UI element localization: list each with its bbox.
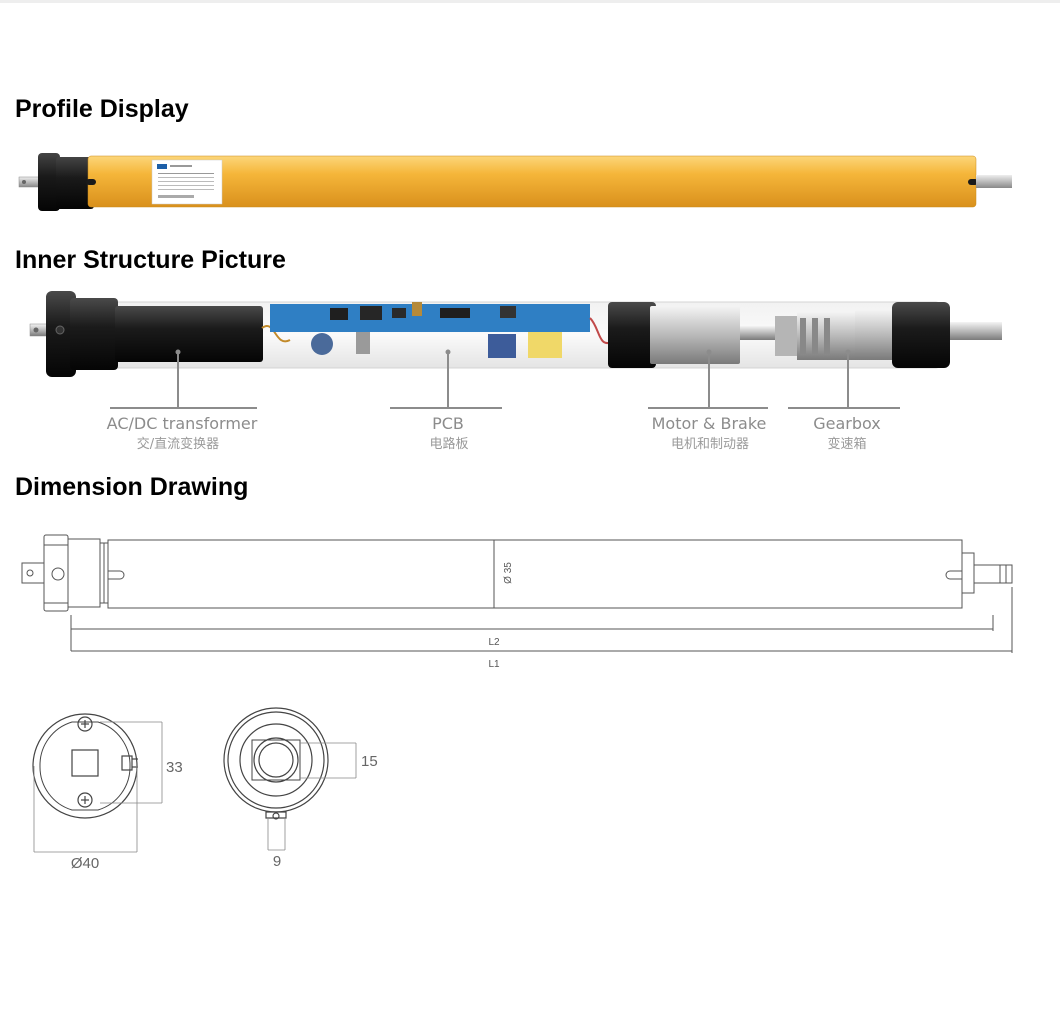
dimension-side-drawing: Ø 35 L2 L1 — [21, 534, 1013, 670]
inner-structure-image: AC/DC transformer 交/直流变换器 PCB 电路板 Motor … — [29, 291, 1002, 452]
label-ac-dc-transformer-cn: 交/直流变换器 — [137, 436, 219, 452]
dim-end-pin-label: 9 — [273, 853, 281, 870]
profile-plug-pin — [18, 176, 42, 188]
profile-product-label — [151, 159, 223, 205]
heading-inner-structure: Inner Structure Picture — [15, 246, 286, 274]
dim-head-body — [67, 538, 101, 608]
gearbox-part — [740, 310, 895, 360]
label-pcb: PCB — [432, 414, 464, 433]
label-gearbox-cn: 变速箱 — [827, 436, 866, 452]
dim-output-shaft — [973, 564, 1013, 584]
label-ac-dc-transformer: AC/DC transformer — [107, 414, 258, 433]
callout-lines — [110, 349, 900, 409]
label-gearbox: Gearbox — [813, 414, 881, 433]
dim-l1-label: L1 — [488, 659, 500, 670]
dim-tube — [107, 539, 963, 609]
inner-motor-head — [46, 291, 118, 377]
profile-motor-head — [38, 153, 94, 211]
dimension-end-views: 33 Ø40 15 9 — [32, 707, 378, 872]
ac-dc-transformer-part — [115, 306, 291, 362]
inner-end-cap — [892, 302, 1002, 368]
label-motor-brake-cn: 电机和制动器 — [671, 437, 749, 452]
head-end-view — [32, 713, 163, 853]
profile-motor-image — [18, 153, 1012, 211]
heading-dimension-drawing: Dimension Drawing — [15, 473, 249, 501]
dim-head-diameter-label: Ø40 — [71, 855, 99, 872]
dim-tube-diameter-label: Ø 35 — [503, 562, 514, 584]
dim-end-height-label: 15 — [361, 753, 378, 770]
profile-output-shaft — [976, 175, 1012, 188]
dim-head-height-label: 33 — [166, 759, 183, 776]
top-divider — [0, 0, 1060, 3]
tube-end-view — [223, 707, 357, 851]
profile-notch-left — [86, 179, 96, 185]
label-pcb-cn: 电路板 — [429, 436, 468, 452]
pcb-part — [270, 302, 613, 358]
profile-notch-right — [968, 179, 978, 185]
dim-end-cap — [961, 552, 975, 594]
dim-l2-label: L2 — [488, 637, 500, 648]
motor-brake-part — [608, 302, 740, 368]
heading-profile-display: Profile Display — [15, 95, 189, 123]
label-motor-brake: Motor & Brake — [652, 414, 767, 433]
